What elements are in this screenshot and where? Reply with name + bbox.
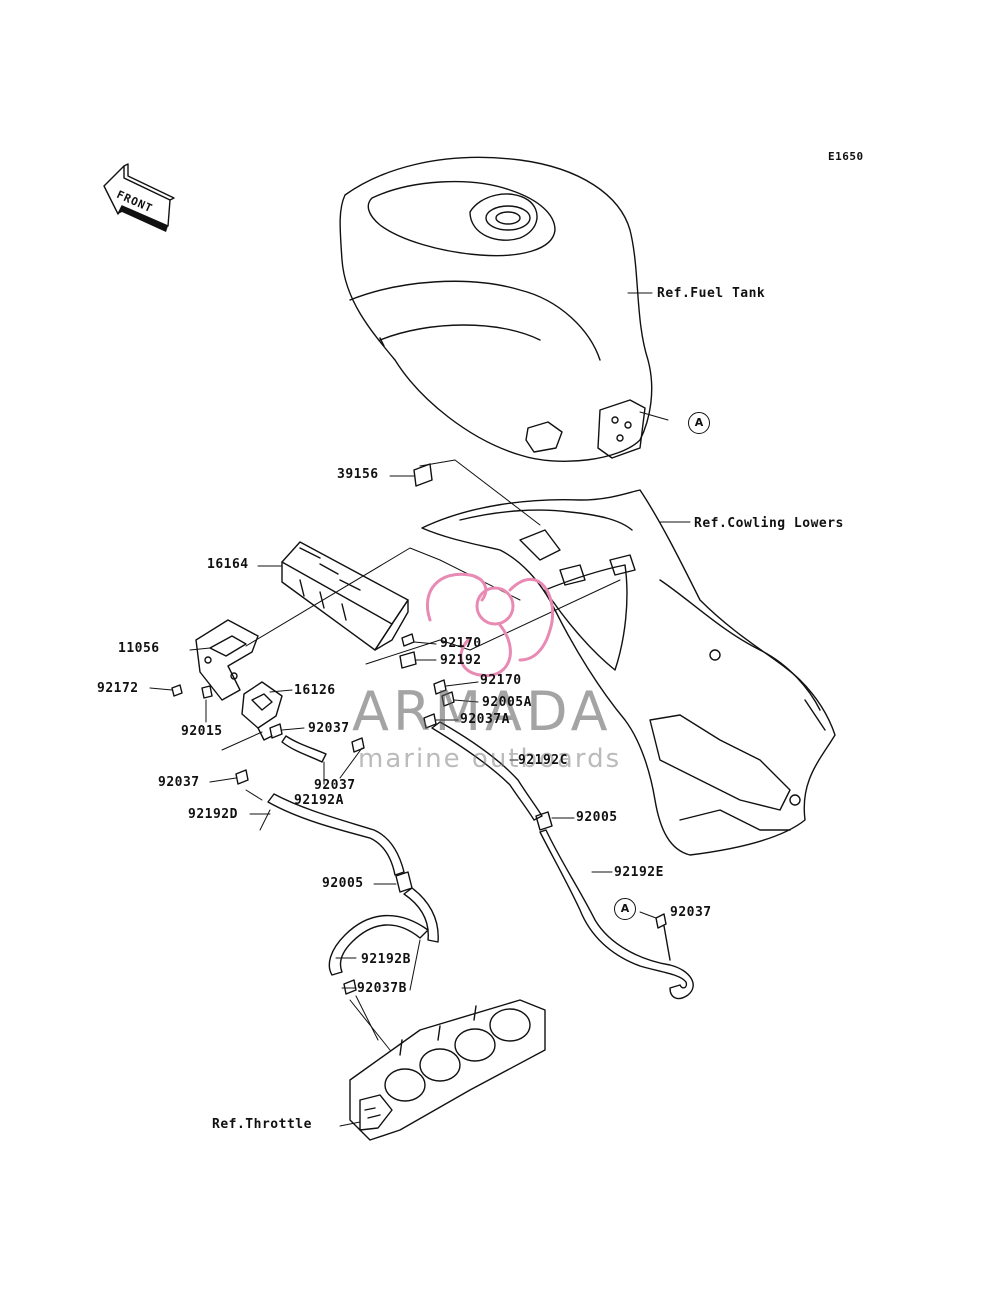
label-92005-right: 92005 [576, 810, 618, 825]
label-92192e: 92192E [614, 865, 664, 880]
label-ref-cowling-lowers: Ref.Cowling Lowers [694, 516, 844, 531]
hose-clamps-upper [235, 633, 455, 785]
part-11056-bracket [195, 619, 259, 701]
hose-92192e [535, 811, 694, 1000]
front-arrow-icon [103, 163, 175, 232]
label-92192: 92192 [440, 653, 482, 668]
label-39156: 39156 [337, 467, 379, 482]
label-92037b: 92037B [357, 981, 407, 996]
label-92037-mid: 92037 [314, 778, 356, 793]
cowling-lowers [421, 489, 836, 856]
label-16126: 16126 [294, 683, 336, 698]
label-92172: 92172 [97, 681, 139, 696]
watermark-logo [425, 572, 555, 677]
label-16164: 16164 [207, 557, 249, 572]
callout-marker-a-top: A [688, 412, 710, 434]
label-ref-fuel-tank: Ref.Fuel Tank [657, 286, 766, 301]
watermark-brand: ARMADA [352, 680, 612, 743]
label-92192d: 92192D [188, 807, 238, 822]
diagram-code: E1650 [828, 150, 864, 163]
part-16126-valve [241, 681, 283, 741]
hose-92192a [281, 735, 327, 763]
label-92037-left: 92037 [158, 775, 200, 790]
label-92037-right: 92037 [670, 905, 712, 920]
leader-lines [149, 292, 691, 1127]
fuel-tank [339, 156, 653, 463]
part-39156-pad [413, 463, 433, 487]
fasteners-left [171, 684, 213, 699]
callout-marker-a-bottom: A [614, 898, 636, 920]
label-92192c: 92192C [518, 753, 568, 768]
part-16164-canister [281, 541, 409, 651]
label-92037a: 92037A [460, 712, 510, 727]
label-92005-left: 92005 [322, 876, 364, 891]
label-92192b: 92192B [361, 952, 411, 967]
label-92037-valve: 92037 [308, 721, 350, 736]
label-92005a: 92005A [482, 695, 532, 710]
label-92015: 92015 [181, 724, 223, 739]
throttle-body [349, 999, 546, 1141]
watermark-tagline: marine outboards [358, 744, 622, 774]
hose-92192c [431, 721, 543, 821]
hose-92192b [328, 887, 439, 995]
label-92170-upper: 92170 [440, 636, 482, 651]
label-11056: 11056 [118, 641, 160, 656]
label-ref-throttle: Ref.Throttle [212, 1117, 312, 1132]
label-92170-lower: 92170 [480, 673, 522, 688]
label-92192a: 92192A [294, 793, 344, 808]
